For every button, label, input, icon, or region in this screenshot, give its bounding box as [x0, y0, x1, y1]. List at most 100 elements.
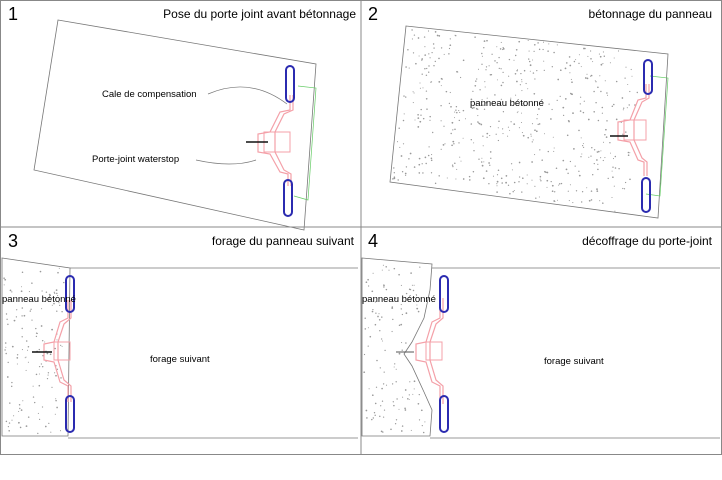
- concrete-speck: [61, 345, 63, 347]
- concrete-speck: [564, 67, 567, 70]
- concrete-speck: [602, 51, 604, 53]
- concrete-speck: [527, 88, 529, 90]
- concrete-speck: [604, 80, 606, 82]
- panel-1-bottom-seal: [283, 179, 293, 217]
- panel-4-number: 4: [368, 231, 378, 251]
- concrete-speck: [595, 81, 597, 83]
- concrete-speck: [485, 101, 488, 104]
- concrete-speck: [538, 123, 541, 125]
- concrete-speck: [601, 106, 604, 109]
- concrete-speck: [55, 399, 57, 402]
- concrete-speck: [509, 129, 511, 131]
- concrete-speck: [462, 59, 465, 62]
- concrete-speck: [569, 160, 572, 163]
- concrete-speck: [586, 73, 588, 75]
- concrete-speck: [391, 307, 394, 309]
- concrete-speck: [38, 348, 40, 351]
- concrete-speck: [381, 316, 383, 318]
- concrete-speck: [628, 104, 630, 106]
- concrete-speck: [35, 335, 38, 338]
- concrete-speck: [56, 368, 59, 370]
- concrete-speck: [426, 108, 428, 110]
- concrete-speck: [384, 349, 386, 352]
- concrete-speck: [40, 325, 43, 327]
- concrete-speck: [448, 53, 450, 55]
- panel-2-waterstop-inner: [633, 84, 650, 176]
- concrete-speck: [434, 182, 437, 185]
- concrete-speck: [417, 117, 420, 119]
- panel-4-bottom-seal: [439, 395, 449, 433]
- concrete-speck: [580, 137, 582, 139]
- concrete-speck: [513, 181, 516, 184]
- concrete-speck: [18, 403, 21, 406]
- concrete-speck: [372, 417, 374, 419]
- concrete-speck: [597, 119, 600, 122]
- concrete-speck: [398, 408, 400, 410]
- concrete-speck: [590, 58, 592, 60]
- concrete-speck: [400, 430, 403, 432]
- concrete-speck: [20, 290, 23, 293]
- concrete-speck: [481, 157, 483, 159]
- concrete-speck: [449, 91, 451, 94]
- concrete-speck: [379, 415, 381, 418]
- concrete-speck: [623, 188, 626, 190]
- concrete-speck: [518, 104, 520, 106]
- concrete-speck: [600, 90, 602, 93]
- concrete-speck: [614, 155, 617, 158]
- concrete-speck: [51, 304, 53, 306]
- concrete-speck: [480, 161, 483, 163]
- concrete-speck: [473, 142, 475, 144]
- concrete-speck: [513, 59, 515, 61]
- concrete-speck: [440, 47, 443, 49]
- concrete-speck: [599, 75, 601, 77]
- concrete-speck: [451, 121, 454, 124]
- concrete-speck: [507, 135, 509, 137]
- concrete-speck: [579, 110, 582, 112]
- concrete-speck: [394, 363, 396, 365]
- concrete-speck: [605, 128, 607, 131]
- concrete-speck: [556, 44, 558, 46]
- concrete-speck: [472, 171, 475, 173]
- concrete-speck: [404, 172, 407, 175]
- panel-1-excavation-outline: [33, 19, 317, 231]
- concrete-speck: [518, 127, 520, 129]
- concrete-speck: [425, 74, 428, 77]
- concrete-speck: [522, 177, 524, 179]
- concrete-speck: [393, 177, 396, 180]
- concrete-speck: [413, 380, 416, 383]
- concrete-speck: [486, 132, 489, 135]
- concrete-speck: [440, 120, 442, 122]
- concrete-speck: [521, 112, 522, 114]
- concrete-speck: [499, 48, 502, 50]
- panel-2-number: 2: [368, 4, 378, 24]
- concrete-speck: [422, 172, 424, 174]
- concrete-speck: [636, 91, 639, 94]
- concrete-speck: [496, 79, 498, 81]
- concrete-speck: [369, 335, 372, 338]
- concrete-speck: [32, 396, 35, 398]
- concrete-speck: [404, 407, 406, 410]
- concrete-speck: [5, 346, 7, 348]
- concrete-speck: [440, 104, 442, 107]
- concrete-speck: [456, 111, 458, 114]
- panel-1-joint-assembly: [246, 65, 317, 217]
- concrete-speck: [505, 181, 507, 184]
- concrete-speck: [595, 101, 597, 104]
- concrete-speck: [573, 148, 575, 150]
- concrete-speck: [532, 72, 535, 74]
- concrete-speck: [428, 71, 430, 73]
- concrete-speck: [476, 78, 478, 80]
- concrete-speck: [366, 417, 368, 419]
- concrete-speck: [492, 175, 495, 177]
- concrete-speck: [497, 139, 500, 142]
- concrete-speck: [475, 107, 478, 110]
- panel-3-number: 3: [8, 231, 18, 251]
- concrete-speck: [518, 181, 520, 183]
- concrete-speck: [41, 406, 44, 408]
- concrete-speck: [627, 83, 629, 86]
- concrete-speck: [438, 57, 440, 60]
- concrete-speck: [520, 121, 523, 124]
- concrete-speck: [393, 176, 396, 178]
- concrete-speck: [382, 431, 384, 433]
- concrete-speck: [427, 30, 430, 32]
